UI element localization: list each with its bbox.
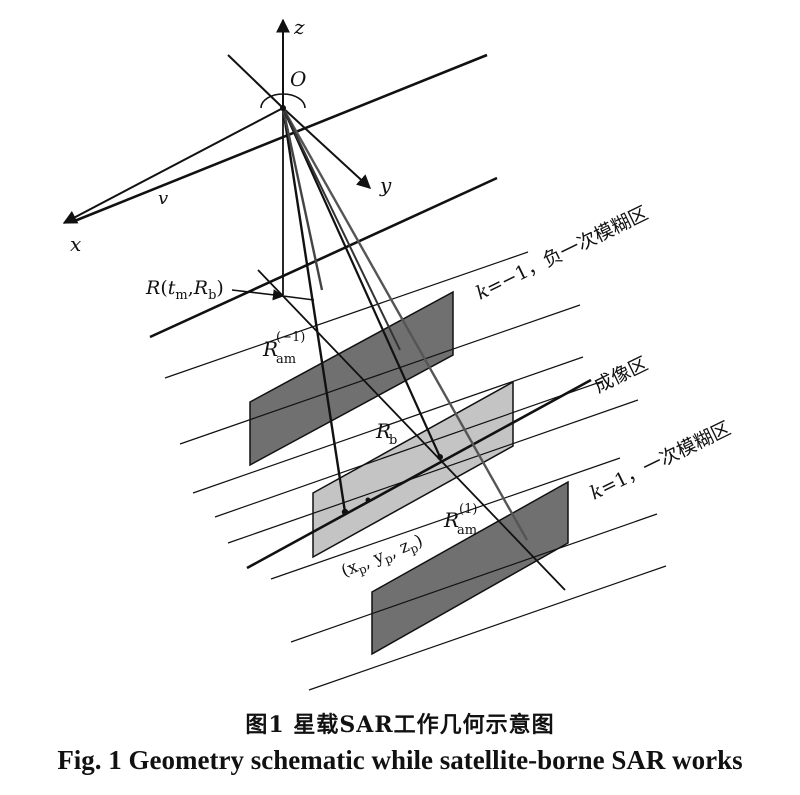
negative-ambiguity-zone xyxy=(249,290,454,467)
svg-text:(−1): (−1) xyxy=(276,330,305,345)
range-pointer-line xyxy=(282,295,315,301)
velocity-label: v xyxy=(158,188,168,209)
r-am-positive-label: R am (1) xyxy=(443,502,477,538)
svg-text:am: am xyxy=(457,523,477,538)
slant-ray-outer xyxy=(281,107,529,541)
range-function-label: R(tm,Rb) xyxy=(145,277,224,303)
r-am-negative-label: R am (−1) xyxy=(262,330,305,367)
flight-track-line xyxy=(71,53,488,224)
origin-arc xyxy=(260,93,306,109)
svg-text:(1): (1) xyxy=(459,502,477,517)
strip-line-1 xyxy=(164,251,529,379)
zone-center-point xyxy=(437,454,443,460)
figure-caption-english: Fig. 1 Geometry schematic while satellit… xyxy=(57,745,743,775)
origin-point xyxy=(280,105,286,111)
slant-ray-negative-zone xyxy=(281,107,324,291)
target-point xyxy=(341,508,349,516)
strip-line-7 xyxy=(290,513,658,643)
figure-caption-chinese: 图1 星载SAR工作几何示意图 xyxy=(245,712,555,738)
slant-ray-zone-center xyxy=(281,107,442,458)
imaging-zone-label: 成像区 xyxy=(591,353,652,398)
positive-ambiguity-zone-label: k=1，一次模糊区 xyxy=(587,417,735,504)
svg-text:R: R xyxy=(375,419,391,443)
svg-text:R: R xyxy=(443,508,459,532)
slant-ray-target xyxy=(281,107,347,513)
rb-center-label: R b xyxy=(375,419,397,448)
slant-ray-inner xyxy=(282,107,401,351)
negative-ambiguity-zone-label: k=−1，负一次模糊区 xyxy=(473,202,652,304)
scene-center-line xyxy=(246,378,592,570)
strip-line-2 xyxy=(179,304,581,445)
svg-text:b: b xyxy=(389,433,397,448)
svg-text:am: am xyxy=(276,352,296,367)
origin-label: O xyxy=(290,67,306,91)
x-axis xyxy=(62,107,284,224)
ground-diagonal-line xyxy=(257,269,566,591)
z-axis-label: z xyxy=(293,15,305,39)
center-point xyxy=(365,497,371,503)
strip-line-6 xyxy=(270,457,621,580)
y-axis xyxy=(282,107,372,189)
strip-line-3 xyxy=(192,356,584,494)
y-axis-label: y xyxy=(379,173,392,197)
strip-line-8 xyxy=(308,565,667,691)
x-axis-label: x xyxy=(70,232,81,256)
strip-line-5 xyxy=(227,399,639,544)
svg-text:R: R xyxy=(262,337,278,361)
strip-line-4 xyxy=(214,380,604,518)
nadir-track-line xyxy=(149,176,498,339)
range-pointer-arrow xyxy=(231,289,285,301)
axis-diagonal-upper xyxy=(227,54,284,109)
